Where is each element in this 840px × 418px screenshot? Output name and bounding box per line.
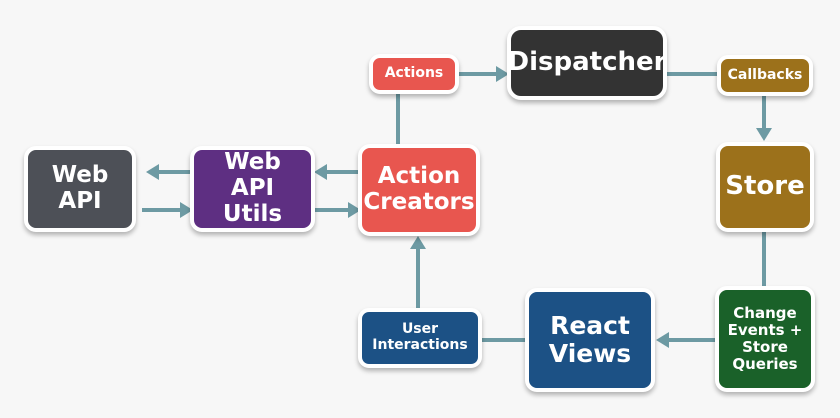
arrowhead-utils-to-webapi (146, 164, 159, 180)
arrowhead-userinteractions-to-actioncreators (410, 236, 426, 249)
connector-reactviews-to-userinteractions (482, 338, 526, 342)
node-change-events-store-queries[interactable]: Change Events + Store Queries (715, 286, 815, 392)
node-actions[interactable]: Actions (369, 54, 459, 94)
connector-utils-to-webapi (158, 170, 198, 174)
connector-actions-to-dispatcher (458, 72, 500, 76)
node-callbacks[interactable]: Callbacks (717, 55, 813, 96)
connector-actioncreators-to-actions (396, 94, 400, 148)
connector-dispatcher-to-callbacks (666, 72, 718, 76)
arrowhead-callbacks-to-store (756, 128, 772, 141)
node-react-views[interactable]: React Views (525, 288, 655, 392)
node-web-api-utils[interactable]: Web API Utils (190, 146, 315, 232)
arrowhead-utils-to-actioncreators (348, 202, 361, 218)
connector-webapi-to-utils (142, 208, 182, 212)
connector-userinteractions-to-actioncreators (416, 248, 420, 310)
connector-utils-to-actioncreators (310, 208, 350, 212)
node-dispatcher[interactable]: Dispatcher (507, 26, 667, 100)
connector-changeevents-to-reactviews (668, 338, 716, 342)
arrowhead-actions-to-dispatcher (496, 66, 509, 82)
arrowhead-webapi-to-utils (180, 202, 193, 218)
node-action-creators[interactable]: Action Creators (358, 144, 480, 236)
connector-actioncreators-to-utils (326, 170, 366, 174)
connector-callbacks-to-store (762, 96, 766, 132)
node-user-interactions[interactable]: User Interactions (358, 308, 482, 368)
arrowhead-actioncreators-to-utils (314, 164, 327, 180)
connector-store-to-changeevents (762, 232, 766, 290)
node-web-api[interactable]: Web API (24, 146, 136, 232)
arrowhead-changeevents-to-reactviews (656, 332, 669, 348)
node-store[interactable]: Store (716, 142, 814, 232)
